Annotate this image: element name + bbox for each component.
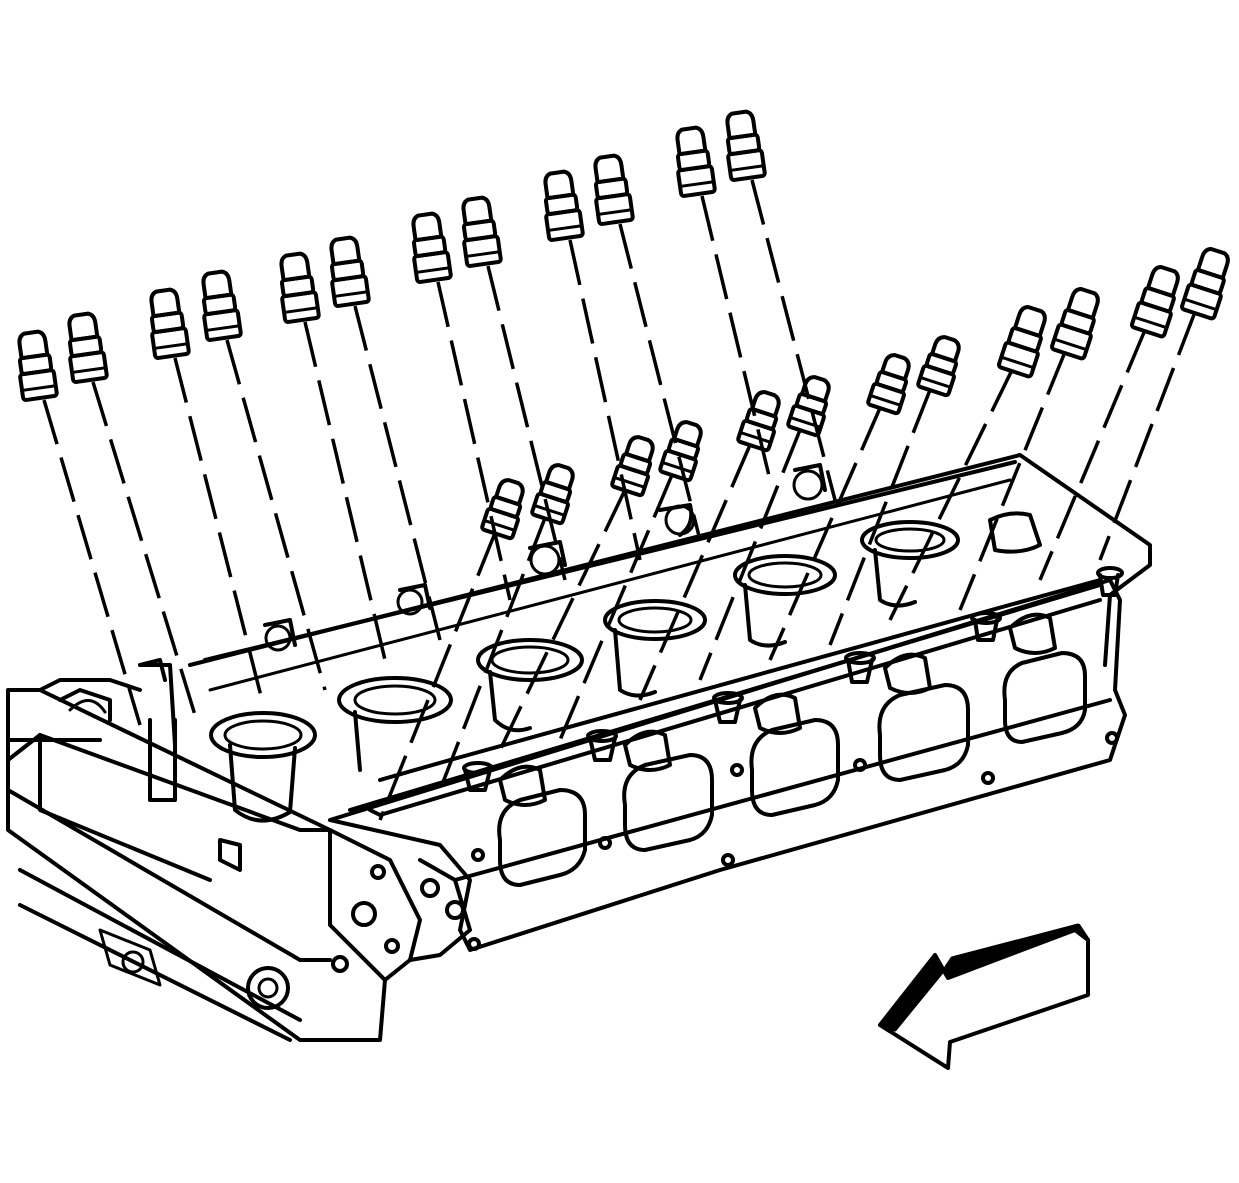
- lash-adjuster-icon: [324, 234, 372, 309]
- lash-adjuster-icon: [670, 124, 718, 199]
- lash-adjuster-icon: [456, 194, 504, 269]
- installation-guide-lines: [42, 179, 1197, 821]
- valve-spring: [733, 554, 837, 596]
- lash-adjuster-icon: [406, 210, 454, 285]
- valve-spring: [476, 638, 584, 682]
- exhaust-port-3: [749, 718, 840, 817]
- lash-adjuster-icon: [12, 328, 60, 403]
- lash-adjuster-icon: [1049, 283, 1106, 362]
- lash-adjuster-icon: [1129, 261, 1186, 340]
- exhaust-port-1: [497, 788, 587, 887]
- lash-adjuster-icon: [479, 474, 531, 541]
- lash-adjuster-icon: [1179, 243, 1236, 322]
- lash-adjuster-icon: [196, 268, 244, 343]
- lash-adjuster-icon: [538, 168, 586, 243]
- cylinder-head: [6, 453, 1152, 1042]
- valve-spring: [603, 599, 707, 641]
- valve-spring: [860, 520, 960, 560]
- exhaust-port-5: [1002, 651, 1087, 744]
- lash-adjuster-icon: [996, 301, 1053, 380]
- lash-adjuster-icon: [274, 250, 322, 325]
- lash-adjuster-icon: [865, 349, 917, 416]
- lash-adjuster-icon: [144, 286, 192, 361]
- lash-adjuster-icon: [720, 108, 768, 183]
- head-top-deck: [188, 453, 1152, 667]
- lash-adjuster-icon: [62, 310, 110, 385]
- lash-adjuster-icon: [609, 431, 661, 498]
- direction-arrow-icon: [878, 923, 1090, 1070]
- lash-adjuster-icon: [588, 152, 636, 227]
- exhaust-flange: [328, 578, 1127, 952]
- lash-adjuster-icon: [915, 331, 967, 398]
- exhaust-port-4: [877, 683, 970, 782]
- exhaust-port-2: [622, 753, 714, 852]
- valve-spring: [209, 711, 317, 759]
- lash-adjuster-icon: [785, 371, 837, 438]
- valve-spring: [337, 676, 453, 724]
